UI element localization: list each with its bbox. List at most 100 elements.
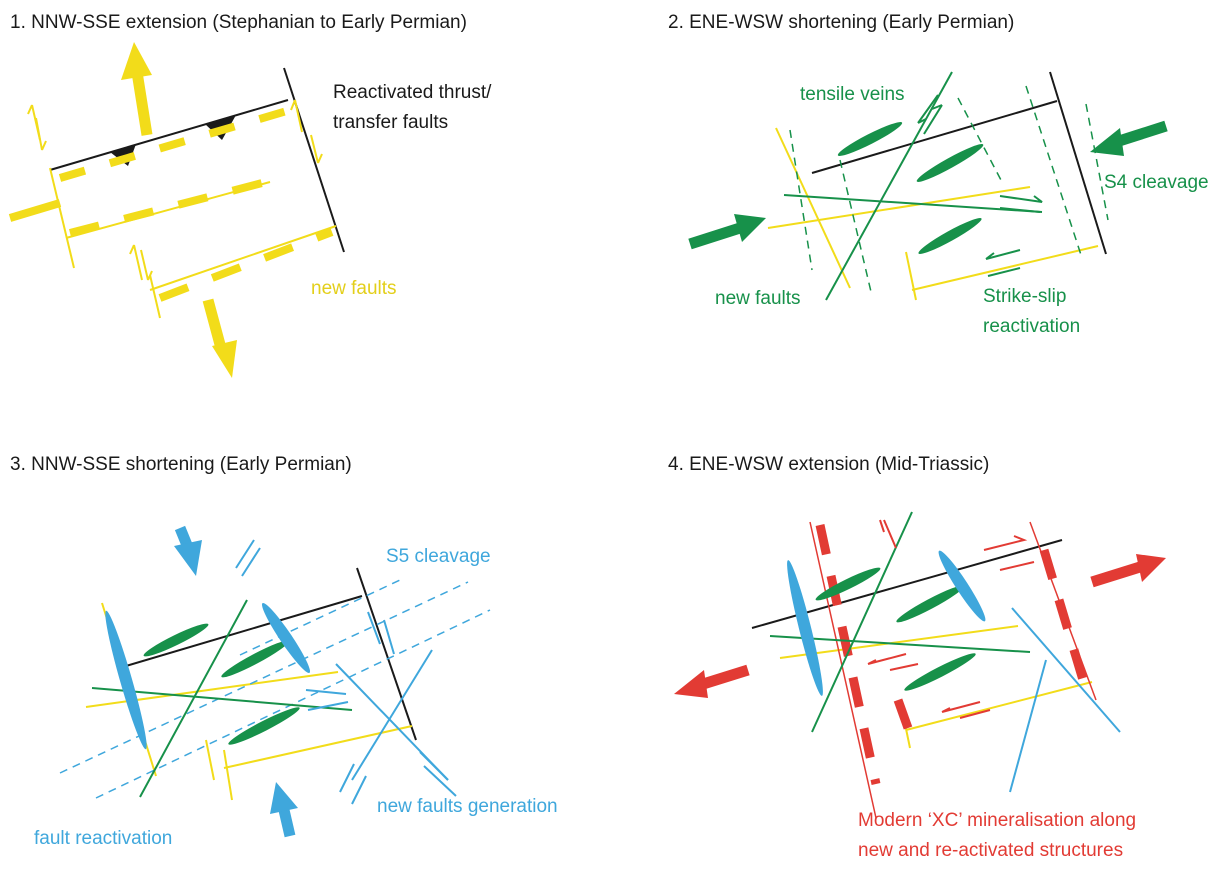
extension-arrow-right <box>1090 554 1166 588</box>
transfer-fault-line <box>283 67 345 253</box>
s5-cleavage-trace <box>239 579 401 656</box>
reactivated-fault-dashed <box>8 199 62 222</box>
new-fault-green <box>783 194 1043 213</box>
new-fault-line <box>49 167 75 269</box>
reactivated-fault-dashed <box>68 178 268 237</box>
tensile-vein <box>918 218 982 254</box>
slip-arrow <box>290 99 303 133</box>
red-fault-dashed <box>893 698 913 730</box>
label-fault-reactivation: fault reactivation <box>34 828 172 849</box>
label-strike-slip-1: Strike-slip <box>983 286 1066 307</box>
s5-cleavage-trace <box>59 581 469 774</box>
panel-2: 2. ENE-WSW shortening (Early Permian) <box>668 12 1209 337</box>
fault-line <box>905 251 917 301</box>
red-fault <box>809 521 877 819</box>
blue-fault <box>1011 607 1121 733</box>
panel-4: 4. ENE-WSW extension (Mid-Triassic) <box>668 454 1166 861</box>
slip-arrow <box>923 104 943 135</box>
s5-cleavage-trace <box>95 609 491 799</box>
fault-green <box>811 511 913 733</box>
slip-arrow <box>917 94 939 124</box>
extension-arrow-up <box>121 42 153 136</box>
tensile-vein <box>143 623 209 657</box>
fault-line <box>775 127 851 289</box>
new-fault-line <box>65 181 271 239</box>
label-s4-cleavage: S4 cleavage <box>1104 172 1209 193</box>
shortening-arrow-right <box>688 214 766 250</box>
tensile-vein <box>221 640 289 678</box>
slip-arrow <box>867 653 919 671</box>
label-new-faults-generation: new faults generation <box>377 796 558 817</box>
slip-arrow <box>339 763 367 805</box>
fault-green <box>139 599 248 798</box>
panel-3-title: 3. NNW-SSE shortening (Early Permian) <box>10 454 352 475</box>
slip-arrow <box>999 207 1041 213</box>
new-fault-blue <box>351 649 433 781</box>
slip-arrow <box>985 249 1021 260</box>
cleavage-trace <box>1085 103 1109 221</box>
label-strike-slip-2: reactivation <box>983 316 1080 337</box>
new-fault-line <box>149 274 161 319</box>
panel-1-title: 1. NNW-SSE extension (Stephanian to Earl… <box>10 12 467 33</box>
reactivated-fault-dashed <box>58 106 292 182</box>
slip-arrow <box>305 689 349 711</box>
slip-arrow <box>129 244 143 281</box>
label-new-faults: new faults <box>311 278 397 299</box>
extension-arrow-down <box>202 298 237 378</box>
reactivated-fault-dashed <box>158 228 334 302</box>
slip-arrow <box>235 539 261 577</box>
new-fault-line <box>149 225 337 291</box>
blue-fault <box>1009 659 1047 793</box>
label-mineralisation-1: Modern ‘XC’ mineralisation along <box>858 810 1136 831</box>
slip-arrow <box>367 611 395 655</box>
shortening-arrow-down <box>174 525 202 576</box>
slip-arrow <box>310 134 323 164</box>
label-reactivated-1: Reactivated thrust/ <box>333 82 492 103</box>
fault-line <box>223 749 233 801</box>
red-fault-dashed <box>1039 548 1091 692</box>
cleavage-trace <box>789 129 813 271</box>
tensile-vein <box>228 707 300 745</box>
label-mineralisation-2: new and re-activated structures <box>858 840 1123 861</box>
slip-arrow <box>983 535 1035 571</box>
slip-arrow <box>140 249 153 281</box>
tensile-vein <box>904 653 976 691</box>
tensile-vein <box>815 567 881 601</box>
blue-vein <box>261 603 311 673</box>
fault-line <box>767 186 1031 229</box>
label-tensile-veins: tensile veins <box>800 84 905 105</box>
block-line <box>125 595 363 667</box>
block-line <box>356 567 417 741</box>
panel-3: 3. NNW-SSE shortening (Early Permian) <box>10 454 558 849</box>
shortening-arrow-left <box>1090 120 1168 156</box>
slip-arrow <box>419 751 457 797</box>
cleavage-trace <box>1025 85 1083 259</box>
slip-arrow <box>205 739 215 781</box>
slip-arrow <box>35 117 47 151</box>
panel-1: 1. NNW-SSE extension (Stephanian to Earl… <box>8 12 492 378</box>
tensile-vein <box>896 585 964 623</box>
tensile-vein <box>916 144 984 182</box>
fault-line <box>779 625 1019 659</box>
slip-arrow <box>999 195 1043 203</box>
tensile-vein <box>837 122 903 156</box>
label-s5-cleavage: S5 cleavage <box>386 546 491 567</box>
extension-arrow-left <box>674 664 750 698</box>
shortening-arrow-up <box>270 782 298 838</box>
cleavage-trace <box>957 97 1003 183</box>
new-fault-green <box>825 71 953 301</box>
panel-4-title: 4. ENE-WSW extension (Mid-Triassic) <box>668 454 989 475</box>
blue-vein <box>787 560 823 696</box>
block-line <box>811 100 1058 174</box>
panel-2-title: 2. ENE-WSW shortening (Early Permian) <box>668 12 1014 33</box>
fault-line <box>911 245 1099 291</box>
blue-vein <box>105 610 147 750</box>
fault-line <box>905 681 1093 731</box>
blue-vein <box>938 550 986 622</box>
slip-arrow <box>879 519 897 549</box>
slip-arrow <box>987 267 1021 277</box>
thrust-fault-line <box>49 99 289 171</box>
label-reactivated-2: transfer faults <box>333 112 448 133</box>
cleavage-trace <box>839 159 873 297</box>
